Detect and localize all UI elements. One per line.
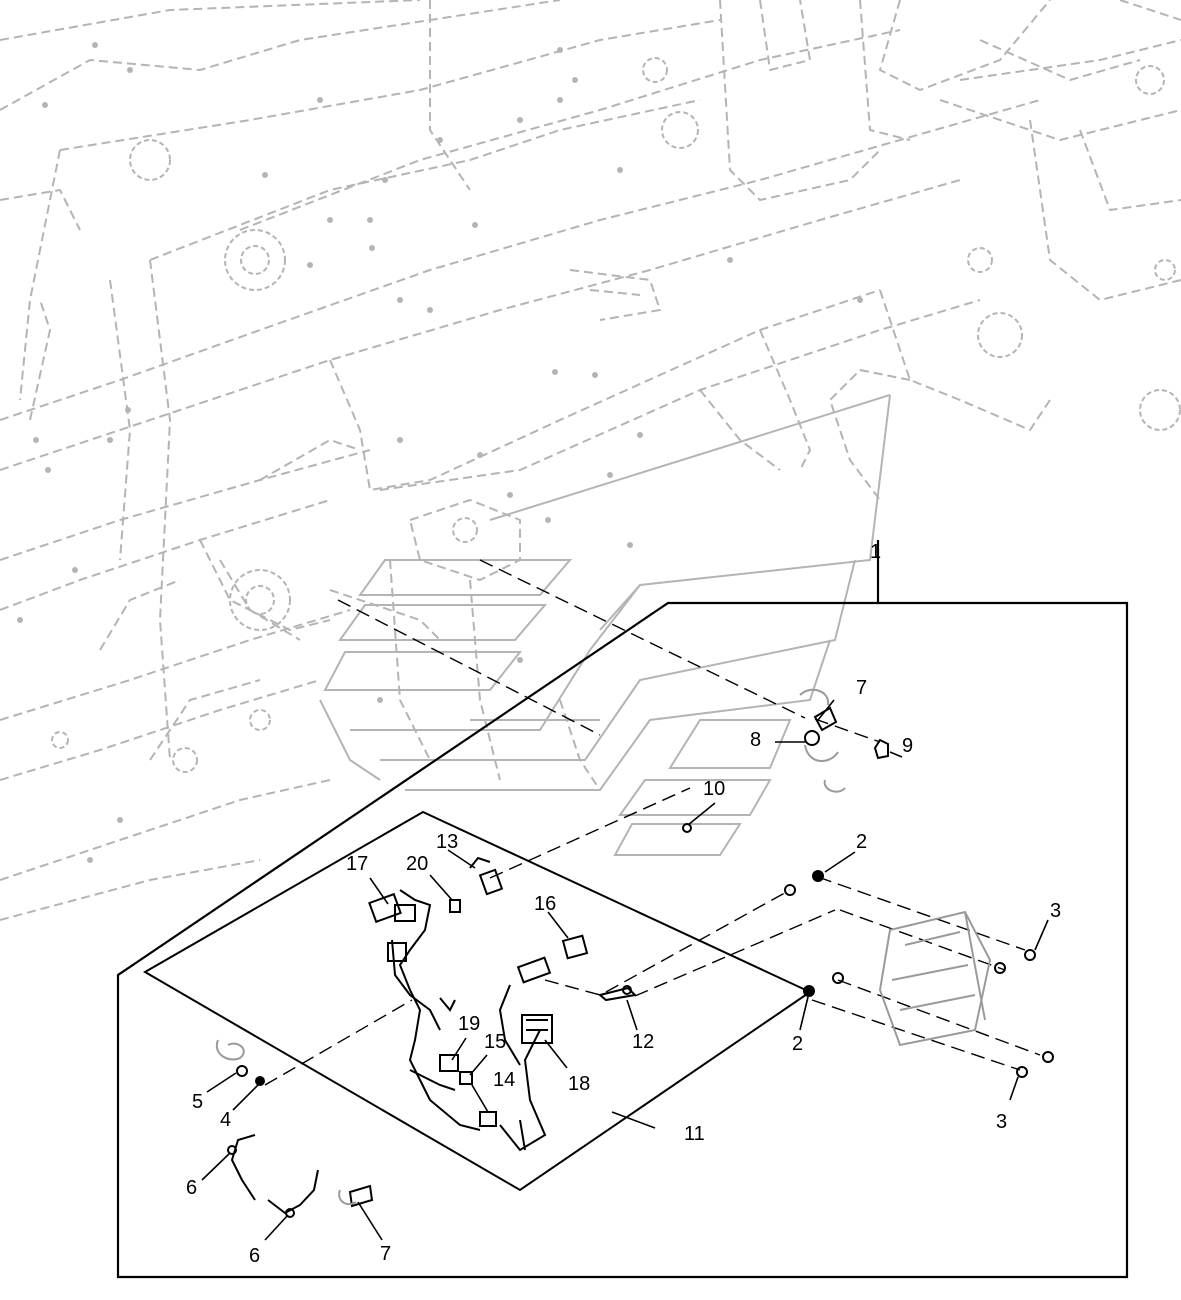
callout-7-bottom: 7	[380, 1243, 391, 1265]
callout-14: 14	[493, 1069, 515, 1091]
callout-7-top: 7	[856, 677, 867, 699]
harness-wiring	[368, 856, 589, 1152]
ghost-shield-plates	[319, 394, 891, 856]
callout-16: 16	[534, 893, 556, 915]
callout-10: 10	[703, 778, 725, 800]
callout-4: 4	[220, 1109, 231, 1131]
callout-2-top: 2	[856, 831, 867, 853]
callout-5: 5	[192, 1091, 203, 1113]
callout-9: 9	[902, 735, 913, 757]
leader-lines	[201, 699, 1049, 1241]
callout-19: 19	[458, 1013, 480, 1035]
assembly-centerlines	[264, 559, 1041, 1086]
callout-12: 12	[632, 1031, 654, 1053]
callout-8: 8	[750, 729, 761, 751]
grey-clips	[215, 688, 846, 1206]
harness-panel	[143, 810, 813, 1192]
callout-15: 15	[484, 1031, 506, 1053]
callout-3-bottom: 3	[996, 1111, 1007, 1133]
callout-17: 17	[346, 853, 368, 875]
callout-3-top: 3	[1050, 900, 1061, 922]
callout-labels: 1 7 8 9 10 2 13 17 20 16 3 19 12 2 15 14…	[186, 541, 1061, 1267]
callout-18: 18	[568, 1073, 590, 1095]
cable-ties	[227, 1134, 374, 1218]
ghost-machine-frame	[0, 0, 1181, 921]
callout-13: 13	[436, 831, 458, 853]
callout-20: 20	[406, 853, 428, 875]
control-module	[878, 910, 992, 1047]
kit-frame	[116, 540, 1129, 1279]
callout-2-bottom: 2	[792, 1033, 803, 1055]
callout-6-lower: 6	[249, 1245, 260, 1267]
ghost-rivets	[17, 42, 863, 863]
callout-6-upper: 6	[186, 1177, 197, 1199]
fasteners	[236, 706, 1054, 1086]
callout-1: 1	[870, 541, 881, 563]
callout-11: 11	[684, 1123, 705, 1145]
